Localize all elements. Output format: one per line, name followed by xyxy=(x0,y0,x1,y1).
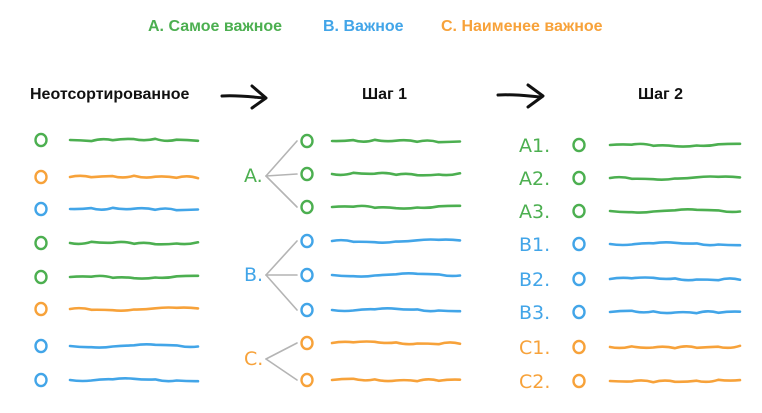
step2-line xyxy=(608,309,742,315)
connector-line xyxy=(265,175,298,208)
arrow-head-1 xyxy=(250,84,268,110)
step1-column: A. B. C. xyxy=(244,133,462,388)
item-circle-icon xyxy=(300,372,314,388)
connector-line xyxy=(265,240,298,276)
step2-column: A1. A2. A3. B1. B2. B3. C1. C2. xyxy=(519,135,742,393)
item-circle-icon xyxy=(34,269,48,285)
step2-line xyxy=(608,344,742,350)
rank-label: B3. xyxy=(519,302,550,324)
connector-line xyxy=(265,274,298,311)
unsorted-line xyxy=(68,240,200,246)
item-circle-icon xyxy=(300,233,314,249)
unsorted-line xyxy=(68,377,200,383)
step2-line xyxy=(608,276,742,282)
connector-line xyxy=(265,358,298,381)
group-label: C. xyxy=(244,348,263,370)
unsorted-line xyxy=(68,274,200,280)
item-circle-icon xyxy=(572,373,586,389)
item-circle-icon xyxy=(572,203,586,219)
rank-label: B1. xyxy=(519,234,550,256)
rank-label: B2. xyxy=(519,269,550,291)
item-circle-icon xyxy=(572,236,586,252)
arrow-right-icon xyxy=(220,94,266,100)
step2-line xyxy=(608,378,742,384)
step1-line xyxy=(330,307,462,313)
rank-label: A3. xyxy=(519,201,550,223)
unsorted-column xyxy=(34,132,200,388)
legend-b: B. Важное xyxy=(323,18,404,35)
step1-line xyxy=(330,377,462,383)
item-circle-icon xyxy=(300,133,314,149)
arrow-head-2 xyxy=(526,83,545,109)
item-circle-icon xyxy=(34,132,48,148)
arrows xyxy=(220,83,545,110)
item-circle-icon xyxy=(34,372,48,388)
title-unsorted: Неотсортированное xyxy=(30,86,190,103)
title-step2: Шаг 2 xyxy=(638,86,683,103)
rank-label: A1. xyxy=(519,135,550,157)
group-connectors xyxy=(265,140,298,381)
step1-line xyxy=(330,238,462,244)
unsorted-line xyxy=(68,343,200,349)
unsorted-line xyxy=(68,306,200,312)
title-step1: Шаг 1 xyxy=(362,86,407,103)
item-circle-icon xyxy=(572,339,586,355)
step2-line xyxy=(608,175,742,181)
legend-a: A. Самое важное xyxy=(148,18,283,35)
connector-line xyxy=(265,173,298,177)
group-label: B. xyxy=(244,264,263,286)
rank-label: C1. xyxy=(519,337,550,359)
rank-label: A2. xyxy=(519,168,550,190)
item-circle-icon xyxy=(572,137,586,153)
step2-line xyxy=(608,208,742,214)
step1-line xyxy=(330,272,462,278)
item-circle-icon xyxy=(34,169,48,185)
connector-line xyxy=(265,140,298,177)
legend-c: C. Наименее важное xyxy=(441,18,603,35)
item-circle-icon xyxy=(300,166,314,182)
item-circle-icon xyxy=(572,271,586,287)
group-label: A. xyxy=(244,165,263,187)
item-circle-icon xyxy=(34,235,48,251)
item-circle-icon xyxy=(300,302,314,318)
step2-line xyxy=(608,241,742,247)
step1-line xyxy=(330,204,462,210)
item-circle-icon xyxy=(300,267,314,283)
step1-line xyxy=(330,340,462,346)
arrow-right-icon xyxy=(496,93,543,99)
unsorted-line xyxy=(68,137,200,143)
unsorted-line xyxy=(68,174,200,180)
item-circle-icon xyxy=(34,201,48,217)
item-circle-icon xyxy=(34,301,48,317)
item-circle-icon xyxy=(300,335,314,351)
item-circle-icon xyxy=(572,170,586,186)
connector-line xyxy=(265,342,298,360)
item-circle-icon xyxy=(34,338,48,354)
unsorted-line xyxy=(68,206,200,212)
step1-line xyxy=(330,171,462,177)
step1-line xyxy=(330,138,462,144)
item-circle-icon xyxy=(300,199,314,215)
item-circle-icon xyxy=(572,304,586,320)
rank-label: C2. xyxy=(519,371,550,393)
step2-line xyxy=(608,142,742,148)
